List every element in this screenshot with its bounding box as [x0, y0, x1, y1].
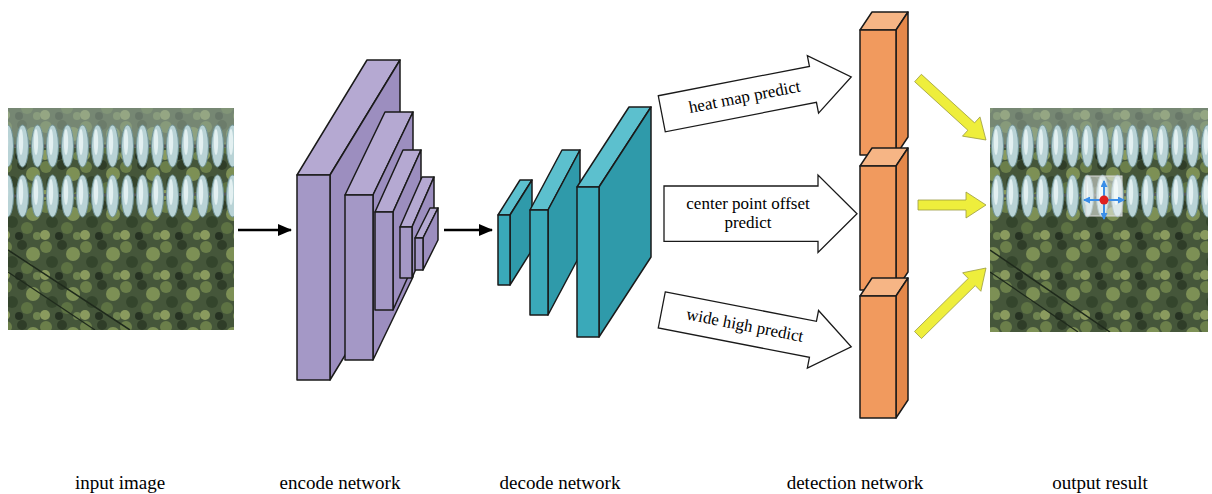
feature-map — [498, 180, 532, 285]
network-block: decode network — [498, 107, 651, 337]
foliage — [8, 108, 234, 330]
wire — [990, 272, 1078, 332]
wire — [8, 250, 130, 330]
input-photo — [8, 108, 234, 330]
hollow-arrow: center point offset predict — [663, 174, 858, 253]
insulator-string — [8, 122, 234, 170]
network-block: detection network — [858, 12, 910, 418]
insulator-string — [990, 122, 1208, 170]
block-arrow — [918, 192, 986, 218]
block-label: detection network — [787, 472, 924, 494]
arrow-label: center point offset predict — [671, 195, 826, 232]
detection-heads — [860, 12, 908, 418]
insulator-string — [990, 172, 1208, 220]
hollow-arrow-outline — [664, 175, 857, 252]
block-label: input image — [75, 472, 165, 494]
hollow-arrow: wide high predict — [655, 280, 858, 377]
block-arrow — [914, 268, 986, 339]
image-panel: input image — [8, 108, 234, 330]
insulator-string — [8, 172, 234, 220]
hollow-arrow-outline — [656, 281, 857, 375]
wire — [990, 250, 1110, 332]
block-label: encode network — [280, 472, 401, 494]
size-arrows — [1084, 181, 1124, 219]
encoder-layers — [297, 60, 438, 380]
hollow-arrow-outline — [656, 48, 857, 142]
feature-map — [345, 112, 413, 360]
foliage — [990, 108, 1208, 332]
feature-map — [415, 208, 438, 270]
block-label: decode network — [500, 472, 621, 494]
head-map — [860, 12, 908, 155]
output-photo — [990, 108, 1208, 332]
feature-map — [530, 150, 580, 315]
feature-map — [577, 107, 651, 337]
head-map — [860, 278, 908, 418]
block-label: output result — [1052, 472, 1148, 494]
wire — [8, 272, 95, 330]
center-point — [1100, 196, 1109, 205]
flow-arrow — [238, 229, 291, 232]
decoder-layers — [498, 107, 651, 337]
image-panel: output result — [990, 108, 1208, 332]
flow-arrow — [444, 229, 492, 232]
head-map — [860, 148, 908, 290]
block-arrow — [915, 74, 986, 140]
network-block: encode network — [297, 60, 440, 380]
hollow-arrow: heat map predict — [655, 47, 858, 144]
